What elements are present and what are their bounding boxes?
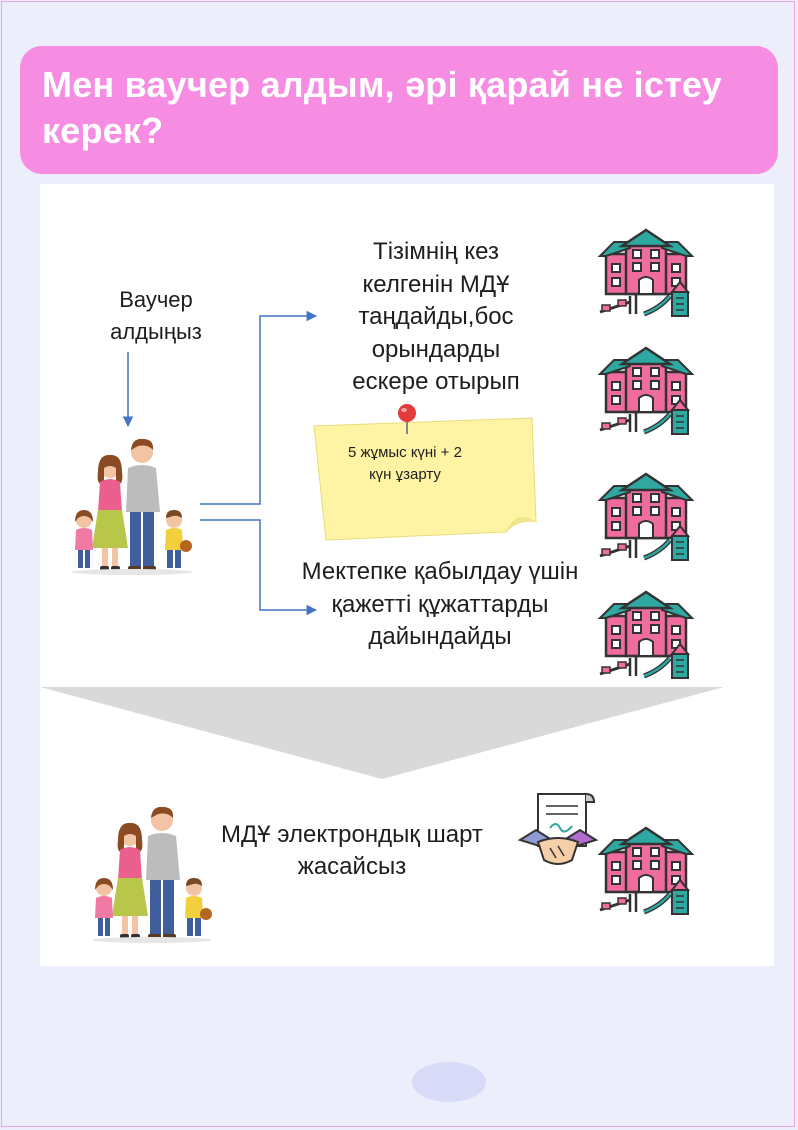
family-icon [72, 438, 192, 575]
kindergarten-icon [596, 228, 694, 322]
kindergarten-icon [596, 472, 694, 566]
down-chevron-arrow [40, 687, 724, 779]
step-prepare-documents-label: Мектепке қабылдау үшін қажетті құжаттард… [301, 558, 579, 650]
kindergarten-icon [596, 590, 694, 684]
kindergarten-icon [596, 346, 694, 440]
contract-handshake-icon [517, 793, 599, 865]
kindergarten-icon [596, 826, 694, 920]
page-title: Мен ваучер алдым, әрі қарай не істеу кер… [42, 64, 722, 151]
pushpin-icon [398, 404, 416, 434]
step-choose-kindergarten-label: Тізімнің кез келгенін МДҰ таңдайды,бос о… [352, 238, 520, 395]
step-voucher-label: Ваучер алдыңыз [110, 287, 202, 344]
infographic-panel: Ваучер алдыңыз Тізімнің кез келгенін МДҰ… [40, 184, 774, 966]
sticky-note [313, 417, 537, 541]
step-contract-label: МДҰ электрондық шарт жасайсыз [221, 821, 483, 880]
down-arrow [122, 352, 134, 428]
note-text: 5 жұмыс күні + 2 күн ұзарту [348, 444, 462, 483]
title-banner: Мен ваучер алдым, әрі қарай не істеу кер… [20, 46, 778, 174]
branch-arrows [200, 310, 318, 616]
page-indicator[interactable] [412, 1062, 486, 1102]
